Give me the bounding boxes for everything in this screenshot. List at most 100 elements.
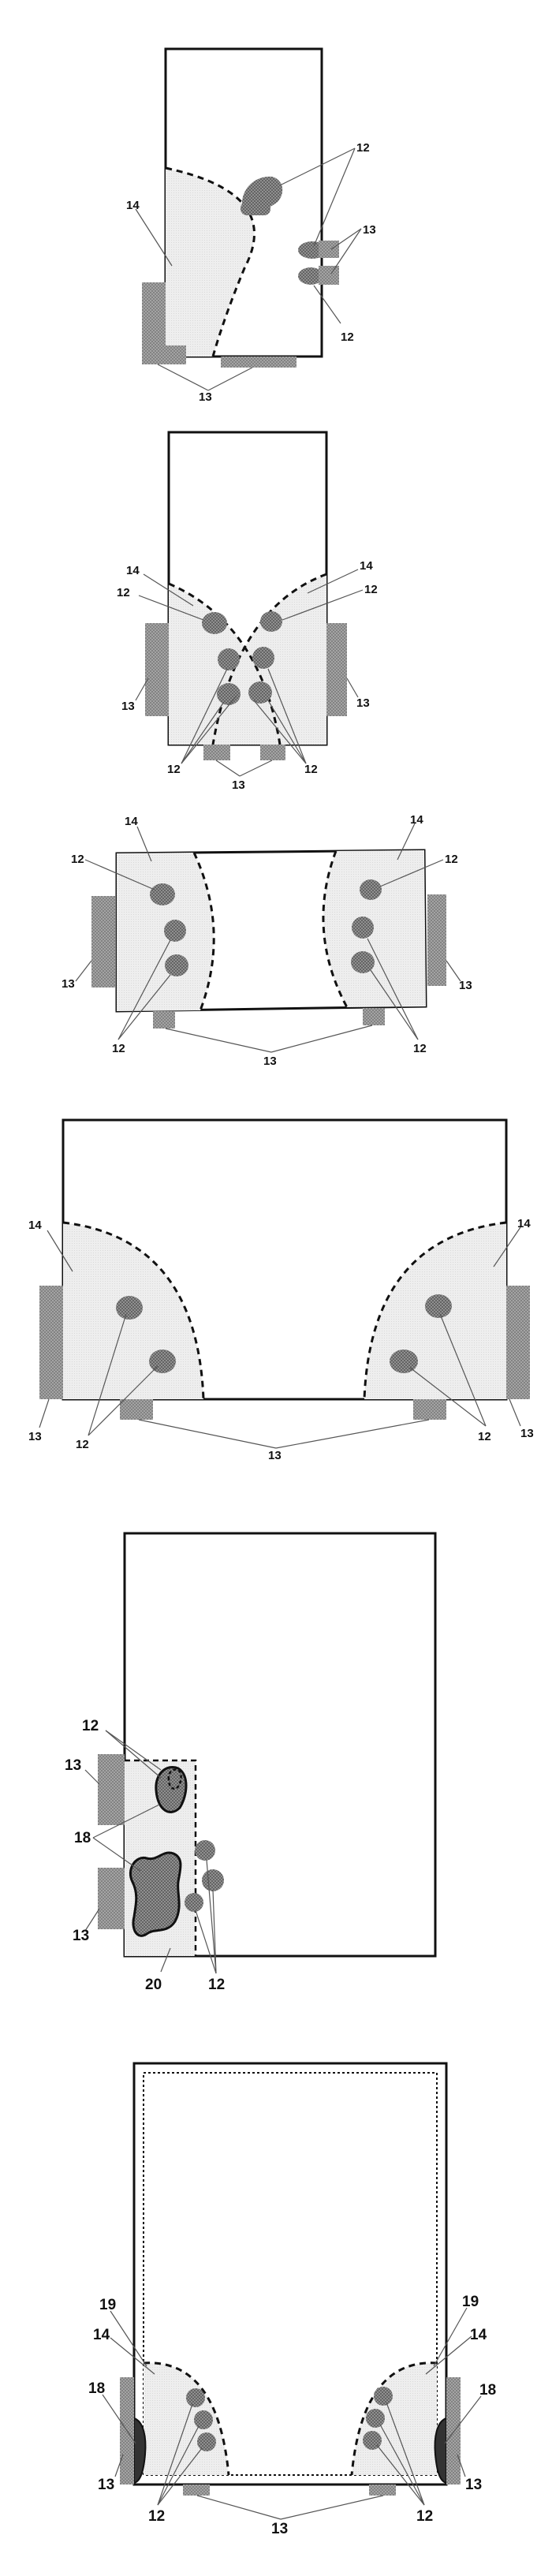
figure-6: 19 14 18 13 12 19 14 18 13 12 13 xyxy=(88,2063,496,2537)
label: 12 xyxy=(148,2508,165,2525)
pad xyxy=(326,623,347,716)
blob xyxy=(425,1294,452,1318)
pad xyxy=(142,282,166,364)
label: 13 xyxy=(62,977,75,991)
pad xyxy=(91,896,115,987)
label: 14 xyxy=(125,815,138,828)
blob xyxy=(164,920,186,942)
blob xyxy=(149,1350,176,1373)
label: 13 xyxy=(121,700,135,713)
label: 14 xyxy=(517,1217,531,1230)
blob xyxy=(185,1893,203,1912)
blob xyxy=(186,2388,205,2407)
label: 13 xyxy=(98,2477,114,2493)
label: 12 xyxy=(341,330,354,344)
figure-3: 14 12 14 12 13 13 12 12 13 xyxy=(62,813,472,1068)
label: 13 xyxy=(459,979,472,992)
label: 12 xyxy=(478,1430,491,1443)
label: 12 xyxy=(413,1042,427,1055)
pad xyxy=(221,357,297,368)
label: 12 xyxy=(167,763,181,776)
label: 12 xyxy=(304,763,318,776)
pad xyxy=(153,1011,175,1029)
blob xyxy=(195,1840,215,1861)
label: 18 xyxy=(88,2380,105,2397)
label: 13 xyxy=(465,2477,482,2493)
deposit-outline xyxy=(130,1853,181,1936)
label: 12 xyxy=(364,583,378,596)
pad xyxy=(319,266,339,285)
label: 14 xyxy=(410,813,423,827)
blob xyxy=(218,648,240,670)
label: 14 xyxy=(126,564,140,577)
blob xyxy=(197,2432,216,2451)
label: 12 xyxy=(416,2508,433,2525)
blob xyxy=(241,202,270,215)
pad xyxy=(120,1399,153,1420)
pad xyxy=(369,2485,396,2496)
label: 12 xyxy=(76,1438,89,1451)
label: 14 xyxy=(93,2327,110,2343)
pad xyxy=(260,745,285,760)
blob xyxy=(260,611,282,632)
blob xyxy=(194,2410,213,2429)
blob xyxy=(217,683,241,705)
pad xyxy=(413,1399,446,1420)
blob xyxy=(165,954,188,976)
label: 12 xyxy=(117,586,130,599)
label: 13 xyxy=(73,1928,89,1944)
pad xyxy=(446,2377,461,2485)
label: 12 xyxy=(112,1042,125,1055)
label: 12 xyxy=(71,853,84,866)
label: 13 xyxy=(268,1449,282,1462)
blob xyxy=(116,1296,143,1320)
pad xyxy=(363,1008,385,1025)
label: 13 xyxy=(28,1430,42,1443)
figure-1: 14 12 12 13 13 xyxy=(126,49,376,404)
label: 12 xyxy=(82,1718,99,1734)
pad xyxy=(98,1868,125,1929)
blob xyxy=(202,1869,224,1891)
figure-4: 14 14 13 12 12 13 13 xyxy=(28,1120,534,1462)
pad xyxy=(203,745,230,760)
label: 12 xyxy=(445,853,458,866)
label: 20 xyxy=(145,1977,162,1993)
blob xyxy=(352,917,374,939)
pad xyxy=(39,1286,63,1399)
blob xyxy=(150,883,175,905)
label: 13 xyxy=(232,778,245,792)
label: 12 xyxy=(208,1977,225,1993)
label: 13 xyxy=(363,223,376,237)
blob xyxy=(366,2409,385,2428)
blob xyxy=(374,2387,393,2406)
figure-5: 12 13 18 13 20 12 xyxy=(65,1533,435,1993)
label: 14 xyxy=(360,559,373,573)
label: 14 xyxy=(126,199,140,212)
label: 14 xyxy=(470,2327,487,2343)
label: 18 xyxy=(74,1830,91,1846)
label: 13 xyxy=(263,1055,277,1068)
pad xyxy=(427,894,446,986)
blob xyxy=(360,879,382,900)
deposit-outline xyxy=(156,1767,186,1812)
pad xyxy=(319,241,339,258)
label: 19 xyxy=(462,2294,479,2310)
blob xyxy=(252,647,274,669)
label: 13 xyxy=(65,1757,81,1774)
label: 13 xyxy=(271,2521,288,2537)
pad xyxy=(183,2485,210,2496)
pad xyxy=(166,345,186,364)
pad xyxy=(98,1754,125,1825)
pad xyxy=(506,1286,530,1399)
figure-2: 14 12 14 12 13 13 12 12 13 xyxy=(117,432,378,792)
blob xyxy=(390,1350,418,1373)
label: 14 xyxy=(28,1219,42,1232)
label: 13 xyxy=(520,1427,534,1440)
label: 13 xyxy=(356,696,370,710)
blob xyxy=(202,612,227,634)
pad xyxy=(145,623,169,716)
label: 12 xyxy=(356,141,370,155)
label: 18 xyxy=(479,2382,496,2399)
